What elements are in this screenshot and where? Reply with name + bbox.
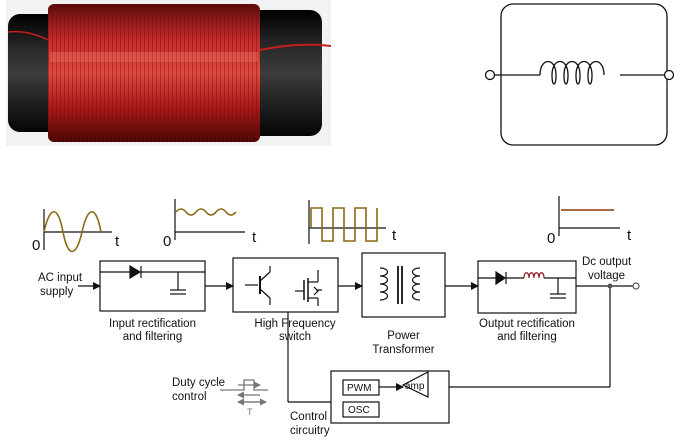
stage3-label-line1: Power xyxy=(387,330,420,342)
pwm-label: PWM xyxy=(347,383,371,394)
waveform-dc: 0 t xyxy=(547,196,632,247)
input-label-line1: AC input xyxy=(38,272,83,284)
block-control-circuitry xyxy=(330,370,450,424)
osc-label: OSC xyxy=(348,405,370,416)
output-terminal xyxy=(632,282,640,290)
stage2-label-line2: switch xyxy=(279,331,311,343)
block-high-frequency-switch xyxy=(232,257,339,313)
waveform-rectified-origin: 0 xyxy=(163,233,171,250)
block-power-transformer xyxy=(361,252,446,318)
block-output-rectification xyxy=(477,260,577,314)
output-junction xyxy=(607,283,613,289)
control-label-line2: circuitry xyxy=(290,425,330,437)
waveform-square-time: t xyxy=(392,227,397,244)
waveform-ac-origin: 0 xyxy=(32,237,40,254)
waveform-rectified: 0 t xyxy=(163,199,257,250)
waveform-dc-time: t xyxy=(627,227,632,244)
period-label: T xyxy=(247,407,253,417)
input-label-line2: supply xyxy=(40,286,74,298)
output-label-line2: voltage xyxy=(588,270,626,282)
waveform-square: t xyxy=(308,200,397,244)
waveform-dc-origin: 0 xyxy=(547,230,555,247)
control-label-line1: Control xyxy=(290,411,328,423)
stage2-label-line1: High Frequency xyxy=(254,318,336,330)
duty-cycle-pulse xyxy=(220,379,268,406)
waveform-ac-time: t xyxy=(115,233,120,250)
duty-label-line1: Duty cycle xyxy=(172,377,226,389)
inductor-photo xyxy=(6,0,332,146)
signal-lines xyxy=(78,282,634,403)
output-label-line1: Dc output xyxy=(582,256,632,268)
block-input-rectification xyxy=(99,260,206,312)
waveform-ac: 0 t xyxy=(32,209,120,254)
stage1-label-line1: Input rectification xyxy=(109,318,196,330)
waveform-rectified-time: t xyxy=(252,229,257,246)
inductor-symbol xyxy=(484,3,675,146)
stage4-label-line2: and filtering xyxy=(497,331,557,343)
amp-label: amp xyxy=(405,381,425,392)
stage4-label-line1: Output rectification xyxy=(479,318,575,330)
stage1-label-line2: and filtering xyxy=(122,331,183,343)
stage3-label-line2: Transformer xyxy=(372,344,435,356)
duty-label-line2: control xyxy=(172,391,207,403)
